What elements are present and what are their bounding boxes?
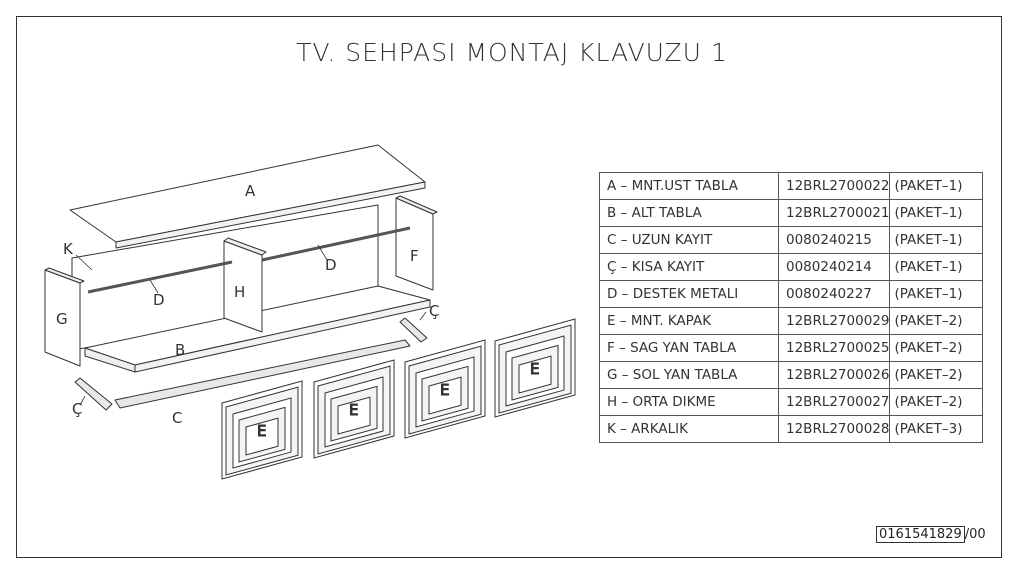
part-package: (PAKET–2): [889, 388, 984, 416]
left-side-g-edge: [44, 267, 85, 284]
support-metal-d-left: [87, 260, 233, 294]
document-number: 0161541829/00: [876, 526, 986, 543]
label-c-cedilla-left: Ç: [72, 400, 82, 418]
part-name: A – MNT.UST TABLA: [599, 172, 779, 200]
short-rail-c-cedilla-right: [399, 317, 428, 343]
top-panel-a-edge: [115, 181, 426, 249]
door-panel-frame: [428, 376, 462, 415]
label-d-right: D: [325, 256, 337, 274]
part-package: (PAKET–1): [889, 226, 984, 254]
label-c: C: [172, 409, 182, 427]
leader-d-left: [149, 279, 159, 294]
part-code: 12BRL2700022: [777, 172, 891, 200]
door-panel-frame: [337, 396, 371, 435]
label-e: E: [349, 401, 358, 419]
label-e: E: [257, 422, 266, 440]
middle-divider-h-edge: [223, 237, 267, 256]
part-name: H – ORTA DIKME: [599, 388, 779, 416]
part-package: (PAKET–2): [889, 334, 984, 362]
part-code: 12BRL2700026: [777, 361, 891, 389]
part-code: 0080240214: [777, 253, 891, 281]
leader-d-right: [317, 244, 328, 261]
label-c-cedilla-right: Ç: [429, 302, 439, 320]
door-panel-e: E: [404, 339, 486, 439]
page-title: TV. SEHPASI MONTAJ KLAVUZU 1: [296, 38, 728, 67]
part-name: K – ARKALIK: [599, 415, 779, 443]
part-code: 12BRL2700021: [777, 199, 891, 227]
part-package: (PAKET–3): [889, 415, 984, 443]
part-package: (PAKET–1): [889, 172, 984, 200]
label-f: F: [410, 247, 419, 265]
part-code: 12BRL2700025: [777, 334, 891, 362]
part-code: 12BRL2700028: [777, 415, 891, 443]
label-e: E: [530, 360, 539, 378]
door-panel-frame: [245, 417, 279, 456]
part-name: E – MNT. KAPAK: [599, 307, 779, 335]
part-name: B – ALT TABLA: [599, 199, 779, 227]
label-g: G: [56, 310, 68, 328]
short-rail-c-cedilla-left: [74, 377, 113, 411]
part-package: (PAKET–1): [889, 253, 984, 281]
document-revision: /00: [964, 527, 986, 542]
label-e: E: [440, 381, 449, 399]
part-code: 0080240215: [777, 226, 891, 254]
door-panel-e: E: [221, 380, 303, 480]
door-panel-frame: [518, 355, 552, 394]
label-k: K: [63, 240, 74, 258]
label-a: A: [245, 182, 256, 200]
label-d-left: D: [153, 291, 165, 309]
label-b: B: [175, 341, 185, 359]
part-name: D – DESTEK METALI: [599, 280, 779, 308]
support-metal-d-right: [261, 226, 411, 262]
drawing-border: [16, 16, 1002, 558]
part-name: C – UZUN KAYIT: [599, 226, 779, 254]
part-code: 12BRL2700029: [777, 307, 891, 335]
leader-c-cedilla-left: [79, 395, 86, 406]
part-name: Ç – KISA KAYIT: [599, 253, 779, 281]
leader-k: [75, 254, 93, 271]
part-package: (PAKET–1): [889, 280, 984, 308]
label-h: H: [234, 283, 245, 301]
leader-c-cedilla-right: [419, 311, 427, 321]
part-code: 12BRL2700027: [777, 388, 891, 416]
bottom-panel-b-front: [84, 347, 136, 373]
part-package: (PAKET–1): [889, 199, 984, 227]
part-package: (PAKET–2): [889, 361, 984, 389]
part-name: G – SOL YAN TABLA: [599, 361, 779, 389]
part-package: (PAKET–2): [889, 307, 984, 335]
document-code: 0161541829: [876, 526, 965, 543]
part-code: 0080240227: [777, 280, 891, 308]
long-rail-c: [114, 339, 411, 409]
right-side-f-edge: [395, 195, 438, 215]
part-name: F – SAG YAN TABLA: [599, 334, 779, 362]
door-panel-e: E: [313, 359, 395, 459]
door-panel-e: E: [494, 318, 576, 418]
